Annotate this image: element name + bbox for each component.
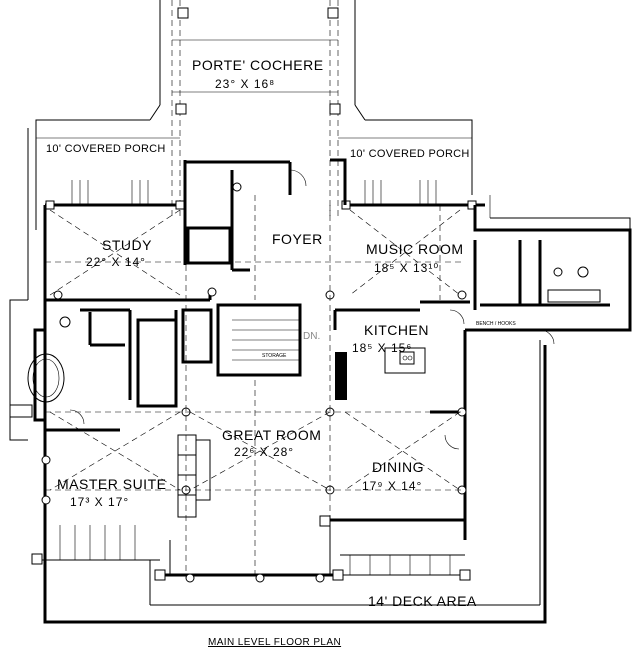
interior-walls	[45, 170, 610, 518]
master-bath-bumpout	[9, 299, 65, 441]
master-suite-dimensions: 17³ X 17°	[70, 495, 130, 509]
porte-cochere-label: PORTE' COCHERE	[192, 57, 324, 73]
porte-cochere-dimensions: 23° X 16⁸	[215, 77, 276, 91]
covered-porch-right-label: 10' COVERED PORCH	[350, 148, 470, 160]
deck-area-label: 14' DECK AREA	[368, 593, 477, 609]
master-suite-label: MASTER SUITE	[57, 476, 167, 492]
fixtures	[59, 182, 589, 365]
deck	[31, 340, 547, 624]
kitchen-label: KITCHEN	[364, 322, 429, 338]
dining-dimensions: 17⁹ X 14°	[362, 479, 423, 493]
foyer-label: FOYER	[272, 231, 323, 247]
storage-label: STORAGE	[262, 353, 287, 359]
music-room-label: MUSIC ROOM	[366, 241, 464, 257]
study-dimensions: 22° X 14°	[86, 255, 146, 269]
kitchen-dimensions: 18⁵ X 15⁶	[352, 341, 413, 355]
covered-porch-left-label: 10' COVERED PORCH	[46, 143, 166, 155]
stair-down-label: DN.	[303, 331, 321, 342]
study-label: STUDY	[102, 237, 152, 253]
great-room-label: GREAT ROOM	[222, 427, 322, 443]
porch-railings	[45, 180, 485, 210]
plan-caption: MAIN LEVEL FLOOR PLAN	[208, 637, 342, 648]
porte-cochere-outline	[149, 0, 366, 220]
beam-lines	[45, 195, 465, 575]
bench-hooks-label: BENCH / HOOKS	[476, 321, 516, 327]
dining-label: DINING	[372, 459, 424, 475]
music-room-dimensions: 18⁵ X 13¹⁰	[374, 261, 440, 275]
great-room-dimensions: 22⁶ X 28°	[234, 445, 295, 459]
door-swings	[69, 169, 555, 450]
